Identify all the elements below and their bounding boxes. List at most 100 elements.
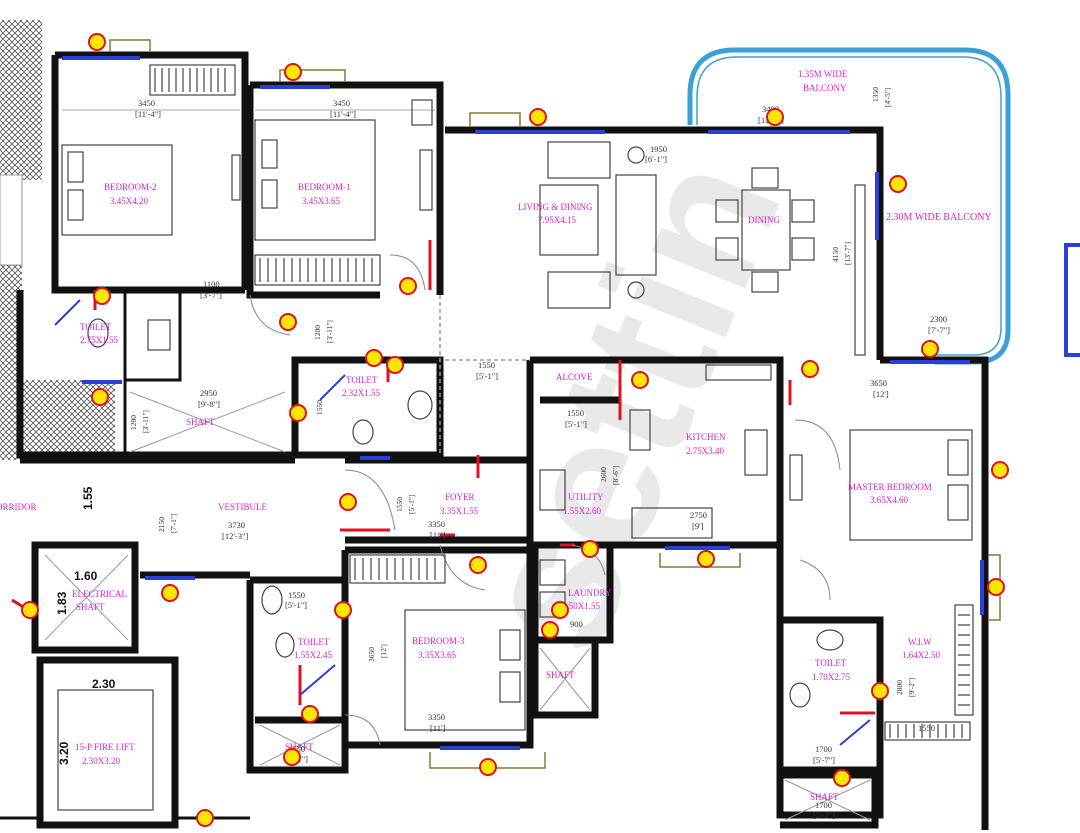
dim-kit-w: 2750 [690, 510, 707, 520]
dim-shaft-w-ft: [9'-8"] [198, 399, 220, 409]
wall-vestibule-bottom [140, 536, 530, 579]
dim-kit-util-w: 1550 [567, 408, 584, 418]
label-shaft-master: SHAFT [810, 792, 839, 802]
light-marker [987, 578, 1005, 596]
label-balcony-top-2: BALCONY [803, 83, 847, 93]
dim-master-w: 3650 [870, 378, 887, 388]
label-corridor: CORRIDOR [0, 502, 37, 512]
dim-b1-w-ft: [11'-4"] [330, 109, 356, 119]
dim-vest-w-ft: [12'-3"] [222, 531, 248, 541]
dim-passage: 1100 [203, 279, 220, 289]
balcony-rail [687, 47, 1011, 365]
dim-balcony-right-w-ft: [7'-7"] [928, 325, 950, 335]
light-marker [21, 601, 39, 619]
wall-shaft-mid [531, 640, 599, 719]
light-marker [479, 758, 497, 776]
dim-b3-w-ft: [11'] [430, 723, 446, 733]
dim-es-w: 1.60 [74, 569, 98, 583]
dimension-labels: 3450 [11'-4"] 3450 [11'-4"] 3400 [11'-2"… [55, 87, 950, 820]
label-dining: DINING [748, 215, 780, 225]
label-es-2: SHAFT [76, 602, 105, 612]
label-fire-lift: 15-P FIRE LIFT [75, 742, 135, 752]
dim-living-small: 1950 [650, 144, 667, 154]
dim-util-d: 2600 [599, 467, 608, 482]
dim-kit-w-ft: [9'] [692, 521, 704, 531]
dim-tb3-w: 1550 [288, 590, 305, 600]
windows [62, 56, 984, 750]
light-marker [529, 108, 547, 126]
wall-utility [540, 396, 780, 549]
dim-tb3-w-ft: [5'-1"] [285, 600, 307, 610]
dim-foyer-w: 3350 [428, 519, 445, 529]
dim-b3-w: 3350 [428, 712, 445, 722]
light-marker [289, 404, 307, 422]
label-toilet-master-size: 1.70X2.75 [812, 672, 850, 682]
wall-shaft-master [780, 771, 879, 829]
wall-b2-left [51, 55, 245, 294]
label-foyer-size: 3.35X1.55 [440, 506, 478, 516]
label-laundry: LAUNDRY [568, 588, 612, 598]
label-toilet-mid: TOILET [346, 375, 378, 385]
label-toilet-left: TOILET [80, 322, 112, 332]
label-shaft-b3: SHAFT [285, 742, 314, 752]
dim-balcony-w: 3400 [762, 104, 779, 114]
light-marker [991, 461, 1009, 479]
wall-master-left [776, 360, 884, 819]
light-marker [365, 349, 383, 367]
dashed-boundary [439, 295, 530, 455]
light-marker [766, 108, 784, 126]
dim-sm-w: 1700 [815, 800, 832, 810]
dim-b2-w-ft: [11'-4"] [135, 109, 161, 119]
label-kitchen: KITCHEN [686, 432, 726, 442]
dim-alcove-w: 1550 [478, 360, 495, 370]
dim-lift-w: 2.30 [92, 677, 116, 691]
light-marker [284, 63, 302, 81]
dim-balcony-d-ft: [4'-5"] [883, 88, 892, 107]
dim-corridor-w: 1.55 [81, 486, 95, 510]
wall-fire-lift [36, 656, 179, 829]
dim-b1-w: 3450 [333, 98, 350, 108]
dim-util-d-ft: [8'-6"] [611, 466, 620, 485]
dim-passage-ft: [3'-7"] [200, 290, 222, 300]
light-marker [283, 748, 301, 766]
dim-b3-d: 3650 [367, 647, 376, 662]
dim-b1-d-ft: [3'-11"] [325, 320, 334, 343]
label-toilet-b3: TOILET [298, 637, 330, 647]
wall-b2 [55, 51, 249, 290]
label-bedroom3: BEDROOM-3 [412, 636, 465, 646]
marker-group [21, 33, 1009, 827]
watermark-text: settin [435, 129, 821, 678]
light-marker [889, 175, 907, 193]
dim-lift-h: 3.20 [57, 741, 71, 765]
dim-sm-w-ft: [5'-7"] [813, 810, 835, 820]
light-marker [88, 33, 106, 51]
dim-vest-w: 3730 [228, 520, 245, 530]
dim-foyer-w-ft: [11'] [430, 530, 446, 540]
wall-shaft-b3 [255, 716, 349, 770]
light-marker [279, 313, 297, 331]
left-panel [0, 174, 23, 266]
label-fire-lift-size: 2.30X3.20 [82, 756, 120, 766]
label-shaft-left: SHAFT [186, 417, 215, 427]
label-vestibule: VESTIBULE [218, 502, 267, 512]
label-laundry-size: 1.50X1.55 [562, 601, 600, 611]
dim-es-h: 1.83 [55, 591, 69, 615]
label-balcony-right: 2.30M WIDE BALCONY [886, 212, 992, 223]
dim-shaft-w: 2950 [200, 388, 217, 398]
dim-master-w-ft: [12'] [873, 389, 889, 399]
dim-vest-h: 2150 [157, 517, 166, 532]
dim-b2-w: 3450 [138, 98, 155, 108]
label-utility-size: 1.55X2.60 [563, 506, 601, 516]
label-balcony-top-1: 1.35M WIDE [798, 69, 848, 79]
light-marker [801, 360, 819, 378]
dim-shaft-b3-w: 1550 [288, 744, 305, 754]
dim-tm-d-ft: [9'-2"] [907, 678, 916, 697]
label-master-size: 3.65X4.60 [870, 495, 908, 505]
dim-balcony-right-w: 2300 [930, 314, 947, 324]
light-marker [386, 356, 404, 374]
light-marker [551, 601, 569, 619]
light-marker [541, 621, 559, 639]
light-marker [334, 601, 352, 619]
light-marker [921, 340, 939, 358]
